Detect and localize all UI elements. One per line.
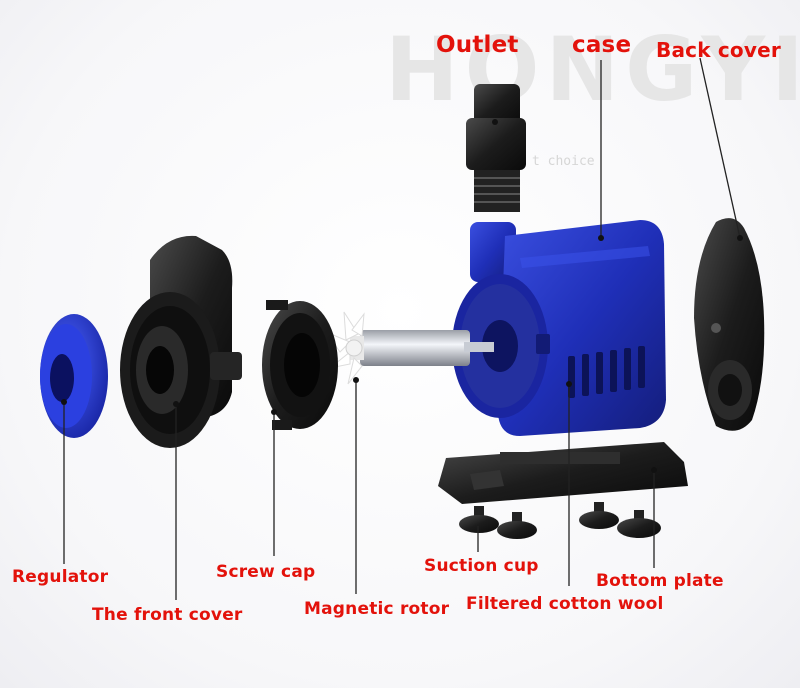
label-outlet: Outlet	[436, 32, 519, 58]
outlet-nozzle	[466, 84, 526, 212]
regulator	[40, 314, 108, 438]
label-filtered-cotton-wool: Filtered cotton wool	[466, 594, 664, 614]
label-front-cover: The front cover	[92, 605, 243, 625]
suction-cups	[459, 502, 661, 539]
label-back-cover: Back cover	[656, 38, 781, 62]
label-bottom-plate: Bottom plate	[596, 571, 724, 591]
label-magnetic-rotor: Magnetic rotor	[304, 599, 449, 619]
back-cover	[694, 218, 764, 431]
label-suction-cup: Suction cup	[424, 556, 539, 576]
label-regulator: Regulator	[12, 567, 108, 587]
label-screw-cap: Screw cap	[216, 562, 315, 582]
pump-case	[452, 220, 666, 436]
label-case: case	[572, 32, 631, 58]
bottom-plate	[438, 442, 688, 504]
front-cover	[120, 236, 242, 448]
